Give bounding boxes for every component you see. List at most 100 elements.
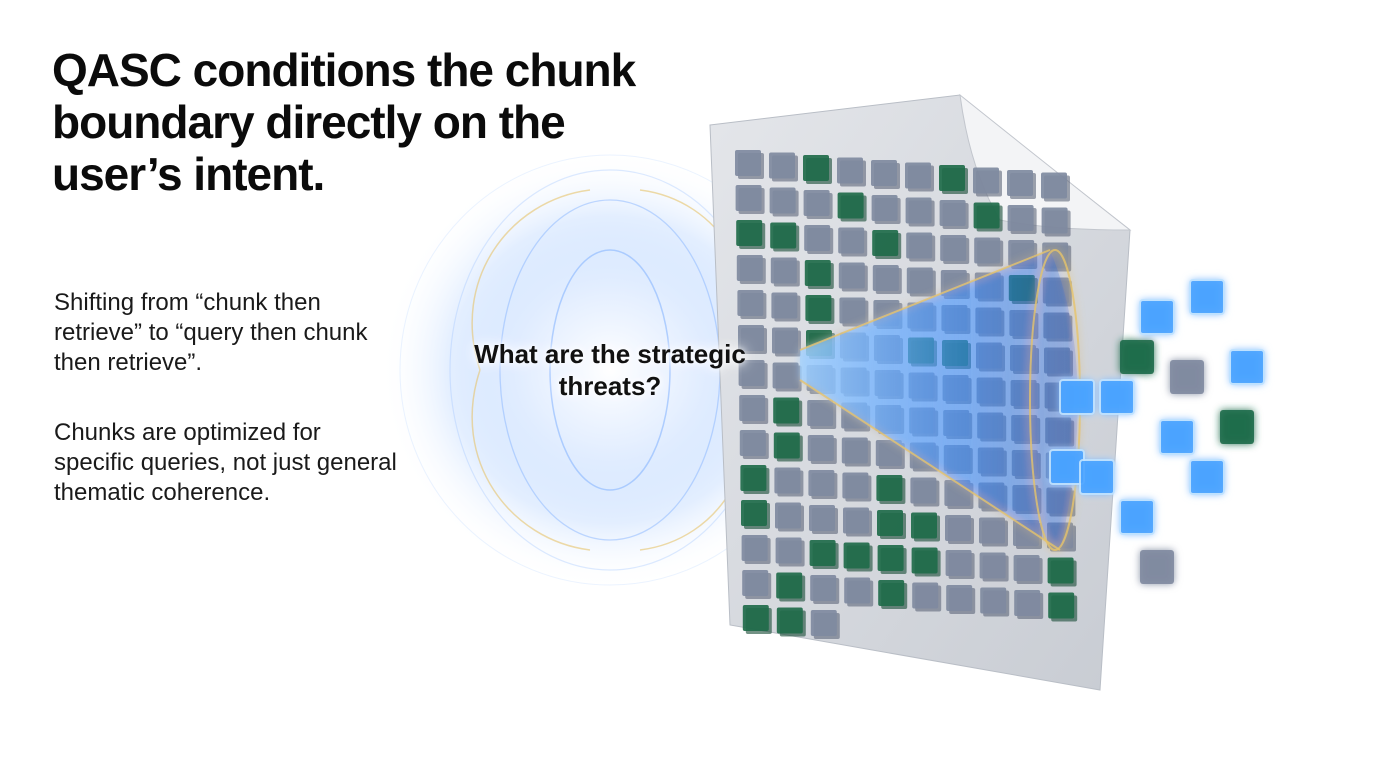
- extracted-cube: [1059, 379, 1095, 415]
- chunk-cube: [871, 160, 900, 189]
- chunk-cube: [803, 190, 833, 219]
- chunk-cube: [911, 547, 941, 577]
- chunk-cube: [742, 605, 772, 634]
- chunk-cube: [1007, 170, 1036, 199]
- chunk-cube: [911, 512, 940, 542]
- chunk-cube: [736, 255, 766, 284]
- chunk-cube: [804, 260, 834, 289]
- chunk-cube: [877, 510, 906, 539]
- chunk-cube: [1013, 555, 1043, 584]
- chunk-cube: [808, 470, 838, 499]
- chunk-cube: [774, 467, 804, 497]
- chunk-cube: [1014, 590, 1044, 619]
- query-text: What are the strategic threats?: [474, 339, 746, 401]
- chunk-cube: [906, 267, 936, 297]
- chunk-cube: [810, 610, 840, 639]
- extracted-cube: [1120, 340, 1154, 374]
- chunk-cube: [974, 237, 1004, 267]
- chunk-cube: [809, 540, 839, 569]
- chunk-cube: [1047, 557, 1077, 587]
- slide-title: QASC conditions the chunk boundary direc…: [52, 44, 636, 200]
- chunk-cube: [980, 587, 1010, 617]
- chunk-cube: [837, 192, 867, 222]
- chunk-cube: [946, 585, 976, 614]
- extracted-cube: [1170, 360, 1204, 394]
- extracted-cube: [1079, 459, 1115, 495]
- extracted-cube: [1229, 349, 1265, 385]
- chunk-cube: [769, 152, 798, 182]
- extracted-cube: [1220, 410, 1254, 444]
- chunk-cube: [838, 227, 868, 257]
- chunk-cube: [770, 257, 800, 287]
- chunk-cube: [775, 502, 804, 532]
- paragraph-optimized: Chunks are optimized for specific querie…: [54, 419, 397, 506]
- chunk-cube: [735, 150, 764, 179]
- extracted-chunk-cubes: [1049, 279, 1265, 584]
- extracted-cube: [1119, 499, 1155, 535]
- chunk-cube: [838, 262, 868, 292]
- chunk-cube: [877, 545, 907, 574]
- chunk-cube: [804, 225, 834, 254]
- chunk-cube: [810, 575, 840, 604]
- chunk-cube: [741, 500, 770, 529]
- chunk-cube: [939, 165, 968, 194]
- chunk-cube: [772, 327, 801, 357]
- chunk-cube: [737, 290, 767, 319]
- chunk-cube: [979, 517, 1008, 547]
- chunk-cube: [945, 550, 975, 579]
- chunk-cube: [871, 195, 901, 224]
- chunk-cube: [807, 400, 837, 429]
- chunk-cube: [772, 362, 802, 392]
- chunk-cube: [843, 542, 873, 572]
- chunk-cube: [839, 297, 869, 327]
- extracted-cube: [1049, 449, 1085, 485]
- chunk-cube: [905, 162, 934, 192]
- chunk-cube: [843, 507, 872, 537]
- chunk-cube: [735, 185, 765, 214]
- chunk-cube: [809, 505, 838, 534]
- chunk-cube: [738, 325, 767, 354]
- extracted-cube: [1189, 459, 1225, 495]
- chunk-cube: [742, 570, 772, 599]
- chunk-cube: [1041, 172, 1070, 202]
- extracted-cube: [1139, 299, 1175, 335]
- chunk-cube: [872, 230, 902, 259]
- paragraph-shift: Shifting from “chunk then retrieve” to “…: [54, 289, 368, 376]
- chunk-cube: [805, 295, 835, 324]
- chunk-cube: [979, 552, 1009, 582]
- chunk-cube: [736, 220, 766, 249]
- chunk-cube: [740, 465, 770, 494]
- chunk-cube: [878, 580, 908, 609]
- extracted-cube: [1099, 379, 1135, 415]
- chunk-cube: [803, 155, 832, 184]
- chunk-cube: [773, 397, 803, 427]
- chunk-cube: [837, 157, 866, 187]
- chunk-cube: [876, 475, 906, 504]
- chunk-cube: [912, 582, 942, 612]
- extracted-cube: [1189, 279, 1225, 315]
- chunk-cube: [875, 440, 905, 469]
- chunk-cube: [770, 222, 800, 252]
- chunk-cube: [973, 167, 1002, 197]
- chunk-cube: [776, 607, 806, 637]
- extracted-cube: [1140, 550, 1174, 584]
- chunk-cube: [739, 430, 769, 459]
- chunk-cube: [776, 572, 806, 602]
- chunk-cube: [738, 360, 768, 389]
- chunk-cube: [842, 472, 872, 502]
- chunk-cube: [1048, 592, 1078, 622]
- qasc-illustration: [380, 93, 1265, 691]
- chunk-cube: [910, 477, 940, 507]
- chunk-cube: [775, 537, 805, 567]
- chunk-cube: [739, 395, 769, 424]
- chunk-cube: [1041, 207, 1071, 237]
- chunk-cube: [841, 437, 871, 467]
- chunk-cube: [906, 232, 936, 262]
- chunk-cube: [769, 187, 799, 217]
- chunk-cube: [1007, 205, 1037, 234]
- chunk-cube: [741, 535, 771, 564]
- chunk-cube: [844, 577, 874, 607]
- chunk-cube: [771, 292, 801, 322]
- chunk-cube: [939, 200, 969, 229]
